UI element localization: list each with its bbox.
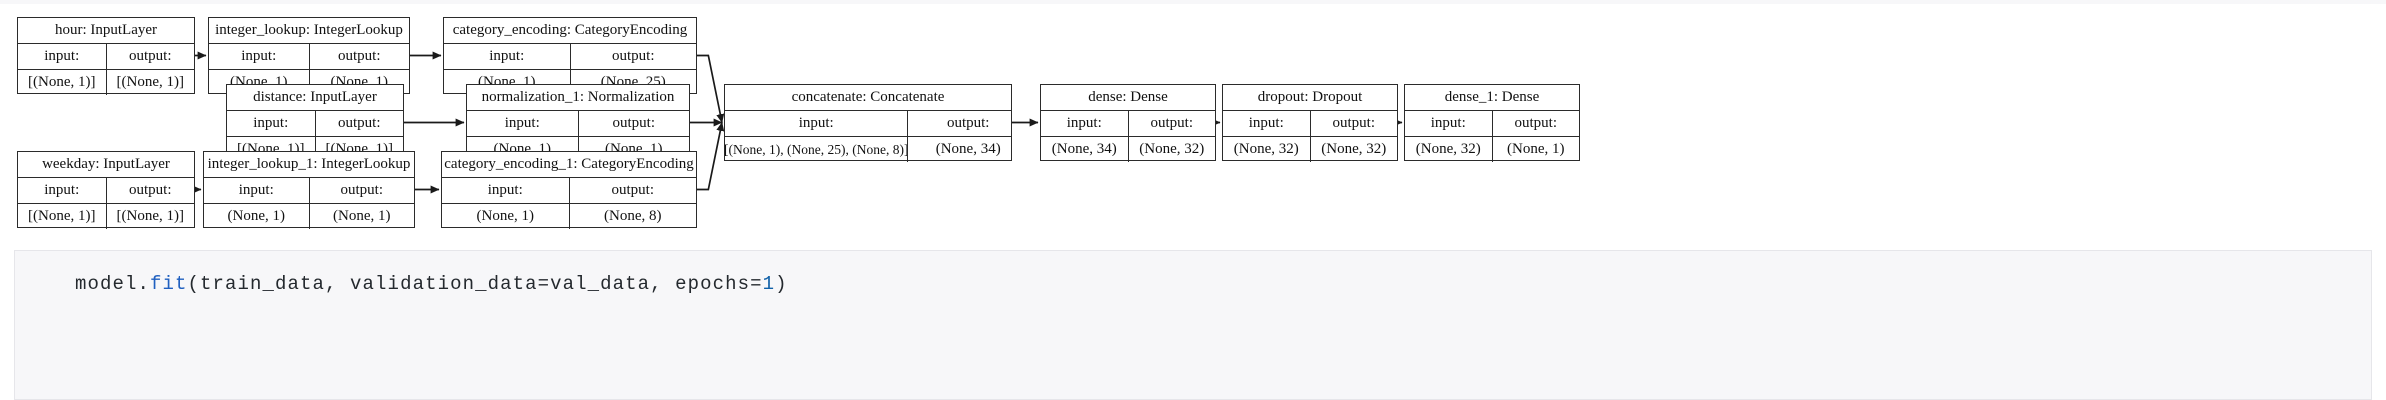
code-cell[interactable]: model.fit(train_data, validation_data=va… [14,250,2372,400]
output-shape: (None, 32) [1139,141,1205,157]
node-concatenate[interactable]: concatenate: Concatenate input: output: … [724,84,1012,162]
node-weekday[interactable]: weekday: InputLayer input: output: [(Non… [17,151,195,229]
input-shape: [(None, 1), (None, 25), (None, 8)] [725,137,909,162]
output-shape: [(None, 1)] [116,74,184,90]
node-shape-row: (None, 1) (None, 1) [204,204,414,229]
node-title: dense: Dense [1041,85,1215,111]
node-shape-row: [(None, 1)] [(None, 1)] [18,70,194,95]
input-shape: (None, 32) [1223,137,1311,162]
code-number: 1 [762,273,776,295]
node-label-row: input: output: [1041,111,1215,137]
node-label-row: input: output: [467,111,689,137]
code-function-name: fit [150,273,188,295]
output-shape: (None, 8) [604,208,662,224]
input-label: input: [18,44,107,69]
node-title: category_encoding_1: CategoryEncoding [442,152,696,178]
node-shape-row: (None, 1) (None, 8) [442,204,696,229]
input-label: input: [18,178,107,203]
node-shape-row: (None, 32) (None, 32) [1223,137,1397,162]
node-title: dense_1: Dense [1405,85,1579,111]
node-dropout[interactable]: dropout: Dropout input: output: (None, 3… [1222,84,1398,162]
node-label-row: input: output: [209,44,409,70]
output-label: output: [1332,115,1375,131]
node-label-row: input: output: [204,178,414,204]
node-shape-row: (None, 32) (None, 1) [1405,137,1579,162]
node-hour[interactable]: hour: InputLayer input: output: [(None, … [17,17,195,95]
node-title: normalization_1: Normalization [467,85,689,111]
node-title: category_encoding: CategoryEncoding [444,18,696,44]
input-shape: (None, 32) [1405,137,1493,162]
top-strip [0,0,2386,4]
input-label: input: [444,44,571,69]
output-label: output: [946,115,990,131]
output-label: output: [337,115,381,131]
output-label: output: [611,48,655,64]
node-label-row: input: output: [725,111,1011,137]
node-label-row: input: output: [18,44,194,70]
node-dense[interactable]: dense: Dense input: output: (None, 34) (… [1040,84,1216,162]
node-label-row: input: output: [442,178,696,204]
node-title: dropout: Dropout [1223,85,1397,111]
output-shape: (None, 32) [1321,141,1387,157]
node-distance[interactable]: distance: InputLayer input: output: [(No… [226,84,404,162]
node-label-row: input: output: [1223,111,1397,137]
input-label: input: [1041,111,1129,136]
node-shape-row: (None, 34) (None, 32) [1041,137,1215,162]
code-line: model.fit(train_data, validation_data=va… [75,273,788,295]
node-dense-1[interactable]: dense_1: Dense input: output: (None, 32)… [1404,84,1580,162]
code-prefix: model. [75,273,151,295]
input-shape: (None, 1) [442,204,570,229]
input-label: input: [204,178,310,203]
output-label: output: [1514,115,1557,131]
node-shape-row: [(None, 1)] [(None, 1)] [18,204,194,229]
node-label-row: input: output: [18,178,194,204]
input-label: input: [725,111,909,136]
output-label: output: [128,182,172,198]
output-label: output: [128,48,172,64]
node-title: hour: InputLayer [18,18,194,44]
node-title: integer_lookup: IntegerLookup [209,18,409,44]
node-shape-row: [(None, 1), (None, 25), (None, 8)] (None… [725,137,1011,162]
node-label-row: input: output: [444,44,696,70]
node-label-row: input: output: [1405,111,1579,137]
input-label: input: [442,178,570,203]
output-shape: [(None, 1)] [116,208,184,224]
output-label: output: [611,182,654,198]
input-label: input: [1405,111,1493,136]
input-label: input: [1223,111,1311,136]
code-args: (train_data, validation_data=val_data, e… [187,273,763,295]
output-label: output: [337,48,381,64]
input-shape: [(None, 1)] [18,70,107,95]
output-label: output: [340,182,383,198]
input-label: input: [467,111,579,136]
node-label-row: input: output: [227,111,403,137]
node-title: concatenate: Concatenate [725,85,1011,111]
node-category-encoding[interactable]: category_encoding: CategoryEncoding inpu… [443,17,697,95]
output-label: output: [612,115,655,131]
input-shape: (None, 1) [204,204,310,229]
node-category-encoding-1[interactable]: category_encoding_1: CategoryEncoding in… [441,151,697,229]
node-title: integer_lookup_1: IntegerLookup [204,152,414,178]
model-architecture-diagram: hour: InputLayer input: output: [(None, … [17,17,1580,229]
node-title: distance: InputLayer [227,85,403,111]
node-integer-lookup-1[interactable]: integer_lookup_1: IntegerLookup input: o… [203,151,415,229]
input-label: input: [209,44,310,69]
input-label: input: [227,111,316,136]
output-shape: (None, 1) [333,208,391,224]
input-shape: [(None, 1)] [18,204,107,229]
code-suffix: ) [775,273,788,295]
node-integer-lookup[interactable]: integer_lookup: IntegerLookup input: out… [208,17,410,95]
input-shape: (None, 34) [1041,137,1129,162]
node-title: weekday: InputLayer [18,152,194,178]
node-normalization-1[interactable]: normalization_1: Normalization input: ou… [466,84,690,162]
output-shape: (None, 34) [935,141,1001,157]
output-label: output: [1150,115,1193,131]
output-shape: (None, 1) [1507,141,1565,157]
